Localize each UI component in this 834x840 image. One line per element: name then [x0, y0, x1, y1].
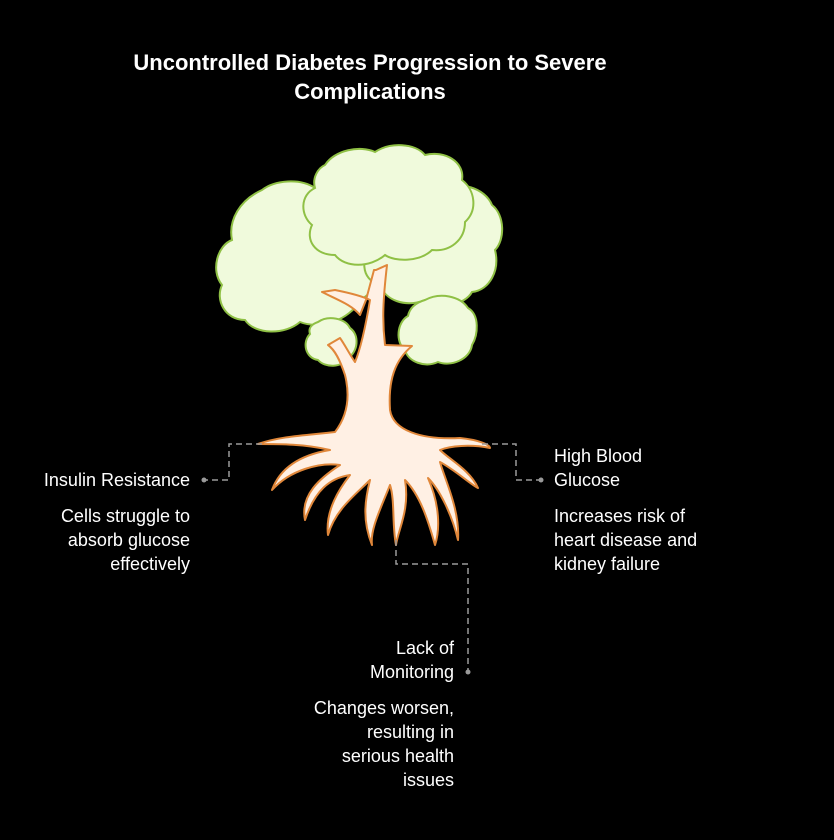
tree-trunk: [257, 264, 491, 546]
node-title-lack-of-monitoring: Lack of Monitoring: [254, 636, 454, 684]
connector-dot-monitoring: [465, 669, 471, 675]
description-line: Increases risk of: [554, 506, 686, 526]
title-line: Monitoring: [369, 662, 454, 682]
description-line: issues: [402, 770, 454, 790]
diagram-title: Uncontrolled Diabetes Progression to Sev…: [133, 50, 607, 104]
foliage-cloud-small-right: [397, 294, 478, 366]
description-line: Cells struggle to: [60, 506, 190, 526]
description-line: kidney failure: [554, 554, 661, 574]
node-title-high-blood-glucose: High Blood Glucose: [554, 444, 754, 492]
title-line: Lack of: [395, 638, 454, 658]
title-line: High Blood: [554, 446, 643, 466]
foliage-cloud-top: [302, 144, 475, 266]
description-line: resulting in: [366, 722, 454, 742]
description-line: absorb glucose: [67, 530, 190, 550]
node-description-insulin-resistance: Cells struggle to absorb glucose effecti…: [20, 504, 190, 576]
connector-lack-of-monitoring: [395, 540, 469, 672]
connector-dots: [201, 477, 544, 675]
connectors: [205, 443, 540, 672]
node-description-lack-of-monitoring: Changes worsen, resulting in serious hea…: [254, 696, 454, 792]
title-line: Glucose: [554, 470, 621, 490]
node-title-insulin-resistance: Insulin Resistance: [43, 470, 190, 490]
description-line: heart disease and: [554, 530, 698, 550]
connector-dot-insulin: [201, 477, 207, 483]
description-line: effectively: [110, 554, 190, 574]
connector-dot-glucose: [538, 477, 544, 483]
description-line: serious health: [341, 746, 454, 766]
node-description-high-blood-glucose: Increases risk of heart disease and kidn…: [554, 504, 754, 576]
tree-foliage: [215, 144, 504, 367]
tree-trunk-roots: [257, 264, 491, 546]
connector-high-blood-glucose: [482, 443, 540, 481]
description-line: Changes worsen,: [313, 698, 454, 718]
connector-insulin-resistance: [205, 443, 262, 481]
